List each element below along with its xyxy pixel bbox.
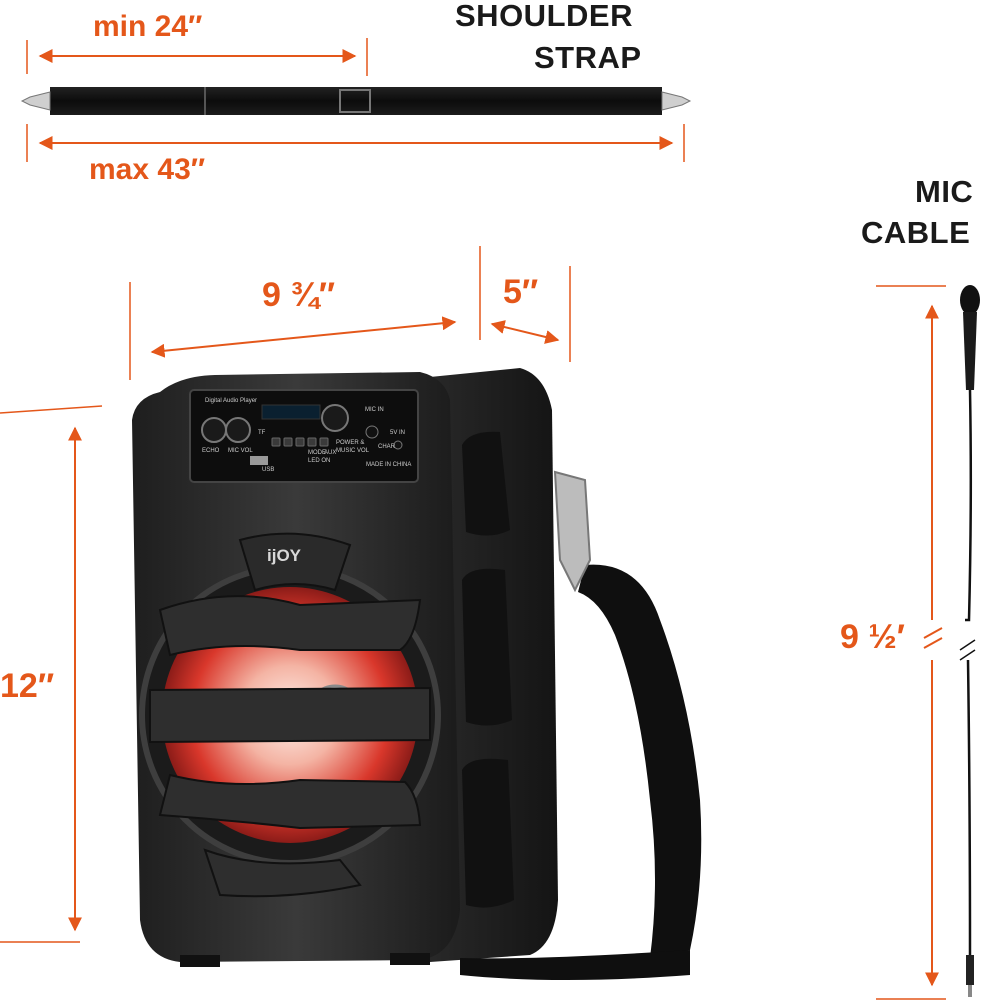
display-window (261, 404, 321, 420)
grille-bar-lower (158, 773, 422, 830)
mic-illustration (876, 285, 980, 1000)
panel-mode: MODE (308, 450, 326, 456)
mic-handle (963, 312, 977, 390)
strap-band (50, 87, 662, 115)
speaker-dimension-lines (0, 246, 571, 943)
grille-bar-top (158, 595, 422, 657)
mic-plug-tip (968, 985, 972, 997)
panel-echo: ECHO (202, 448, 220, 454)
height-label: 12″ (0, 667, 55, 705)
strap-slider-buckle (339, 89, 371, 113)
attached-strap (578, 564, 702, 958)
grille-bar-bottom (203, 848, 362, 898)
side-rib-1 (462, 431, 510, 536)
panel-usb: USB (262, 467, 275, 473)
panel-music-vol: MUSIC VOL (336, 448, 370, 454)
mic-in-jack (365, 425, 379, 439)
strap-illustration (20, 38, 692, 162)
cable-break-1 (959, 639, 976, 651)
panel-tf: TF (258, 430, 266, 436)
speaker-brand-logo: ijOY (267, 546, 302, 565)
mic-cable-lower (966, 659, 972, 956)
brand-plate (238, 532, 352, 592)
width-label: 9 ¾″ (262, 276, 335, 314)
panel-title: Digital Audio Player (205, 398, 258, 404)
strap-title-line2: STRAP (534, 40, 642, 75)
usb-port (250, 456, 268, 465)
attached-strap-bottom (460, 950, 690, 980)
depth-label: 5″ (503, 273, 539, 311)
speaker-foot-right (390, 953, 430, 965)
strap-clip-left (20, 91, 51, 111)
width-arrow (150, 316, 457, 358)
panel-power: POWER & (336, 440, 365, 446)
dc-in-jack (393, 440, 403, 450)
mic-break-mark-2 (923, 637, 943, 649)
panel-mic-in: MIC IN (365, 407, 384, 413)
strap-max-label: max 43″ (89, 153, 206, 186)
mic-title-line2: CABLE (861, 215, 971, 250)
panel-buttons (271, 437, 329, 447)
cable-break-2 (959, 649, 976, 661)
mic-title-line1: MIC (915, 174, 974, 209)
panel-aux: AUX (324, 450, 337, 456)
speaker-illustration (132, 368, 702, 980)
panel-charge: CHAR (378, 444, 396, 450)
music-vol-knob (321, 404, 349, 432)
depth-arrow (490, 320, 560, 344)
panel-dc-in: 5V IN (390, 430, 406, 436)
speaker-foot-left (180, 955, 220, 967)
strap-clip-right (661, 91, 692, 111)
mic-plug (966, 955, 974, 985)
strap-title-line1: SHOULDER (455, 0, 633, 33)
panel-mic-vol: MIC VOL (228, 448, 253, 454)
height-tick-top (0, 405, 103, 414)
control-panel (189, 389, 419, 483)
side-rib-3 (462, 758, 514, 908)
mic-head (960, 285, 980, 315)
mic-vol-knob (225, 417, 251, 443)
mic-length-label: 9 ½′ (840, 618, 905, 656)
mic-break-mark-1 (923, 627, 943, 639)
strap-min-label: min 24″ (93, 10, 203, 43)
panel-led: LED ON (308, 458, 331, 464)
grille-bar-middle (149, 686, 431, 744)
strap-clip-hardware (553, 470, 592, 593)
panel-made-in: MADE IN CHINA (366, 462, 412, 468)
side-rib-2 (462, 568, 512, 726)
echo-knob (201, 417, 227, 443)
mic-cable-upper (965, 389, 973, 622)
